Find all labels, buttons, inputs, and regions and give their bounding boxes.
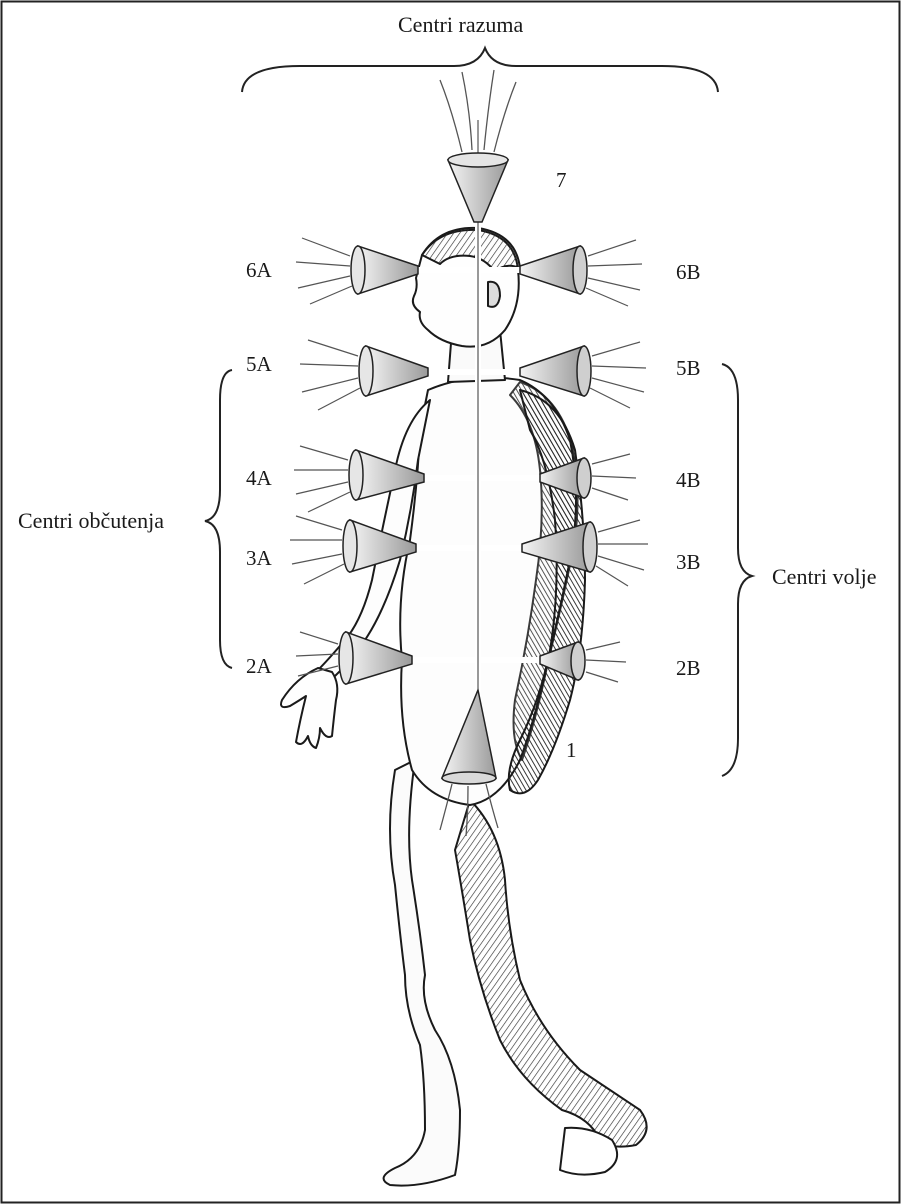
label-4b: 4B (676, 470, 701, 491)
label-2b: 2B (676, 658, 701, 679)
label-6b: 6B (676, 262, 701, 283)
cone-6b (520, 240, 642, 306)
label-6a: 6A (246, 260, 272, 281)
label-4a: 4A (246, 468, 272, 489)
label-7: 7 (556, 170, 567, 191)
group-label-left: Centri občutenja (18, 510, 164, 532)
label-3b: 3B (676, 552, 701, 573)
cone-5a (300, 340, 428, 410)
top-brace (242, 48, 718, 92)
right-brace (722, 364, 752, 776)
left-brace (205, 370, 232, 668)
label-5b: 5B (676, 358, 701, 379)
label-5a: 5A (246, 354, 272, 375)
label-3a: 3A (246, 548, 272, 569)
group-label-right: Centri volje (772, 566, 876, 588)
title-centri-razuma: Centri razuma (398, 14, 523, 36)
label-2a: 2A (246, 656, 272, 677)
cone-6a (296, 238, 418, 304)
label-1: 1 (566, 740, 577, 761)
